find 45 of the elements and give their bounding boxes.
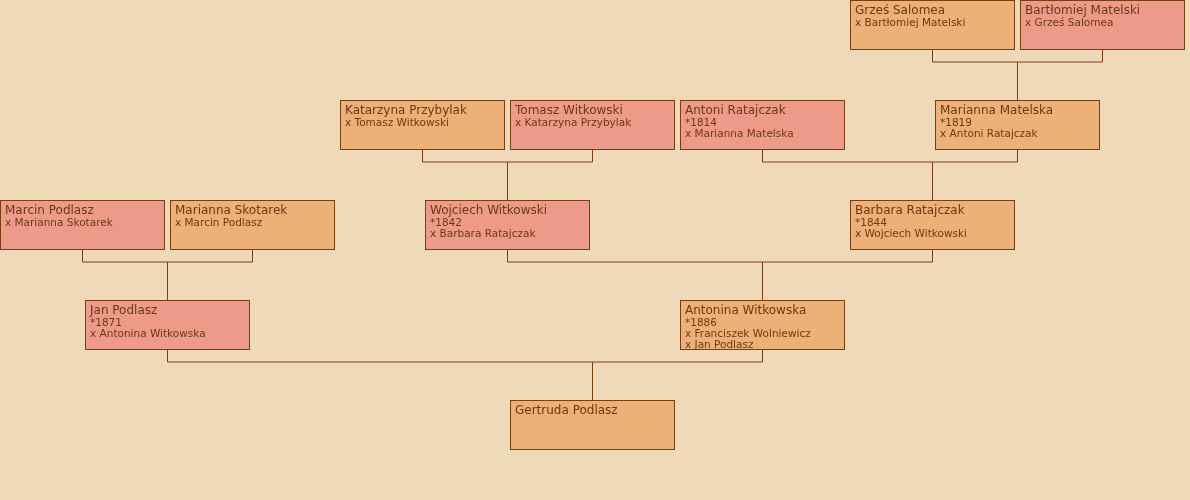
person-detail: x Barbara Ratajczak: [430, 228, 537, 239]
person-name: Wojciech Witkowski: [430, 203, 549, 217]
person-detail: *1886: [685, 317, 718, 328]
person-box: [850, 200, 1015, 250]
person-box: [510, 100, 675, 150]
person-name: Gertruda Podlasz: [515, 403, 619, 417]
person-detail: x Antoni Ratajczak: [940, 128, 1039, 139]
person-name: Barbara Ratajczak: [855, 203, 966, 217]
person-name: Marianna Skotarek: [175, 203, 289, 217]
person-detail: *1842: [430, 217, 462, 228]
person-detail: x Grześ Salomea: [1025, 17, 1115, 28]
person-detail: *1844: [855, 217, 888, 228]
person-box: [850, 0, 1015, 50]
person-detail: x Katarzyna Przybylak: [515, 117, 633, 128]
person-name: Marcin Podlasz: [5, 203, 95, 217]
person-name: Bartłomiej Matelski: [1025, 3, 1142, 17]
person-box: [425, 200, 590, 250]
person-detail: x Franciszek Wolniewicz: [685, 328, 812, 339]
person-box: [340, 100, 505, 150]
person-box: [1020, 0, 1185, 50]
person-detail: x Wojciech Witkowski: [855, 228, 968, 239]
person-box: [680, 300, 845, 350]
person-detail: *1814: [685, 117, 718, 128]
person-detail: x Bartłomiej Matelski: [855, 17, 967, 28]
person-box: [935, 100, 1100, 150]
person-name: Jan Podlasz: [90, 303, 159, 317]
person-detail: *1871: [90, 317, 123, 328]
person-box: [85, 300, 250, 350]
person-name: Katarzyna Przybylak: [345, 103, 468, 117]
person-detail: x Marianna Skotarek: [5, 217, 114, 228]
person-detail: x Marianna Matelska: [685, 128, 795, 139]
person-detail: x Jan Podlasz: [685, 339, 755, 350]
person-detail: x Antonina Witkowska: [90, 328, 207, 339]
person-box: [680, 100, 845, 150]
person-name: Tomasz Witkowski: [515, 103, 624, 117]
person-box: [170, 200, 335, 250]
person-detail: *1819: [940, 117, 973, 128]
person-detail: x Tomasz Witkowski: [345, 117, 449, 128]
person-name: Marianna Matelska: [940, 103, 1055, 117]
person-detail: x Marcin Podlasz: [175, 217, 264, 228]
person-name: Antoni Ratajczak: [685, 103, 787, 117]
person-box: [510, 400, 675, 450]
person-name: Grześ Salomea: [855, 3, 947, 17]
person-name: Antonina Witkowska: [685, 303, 808, 317]
person-box: [0, 200, 165, 250]
